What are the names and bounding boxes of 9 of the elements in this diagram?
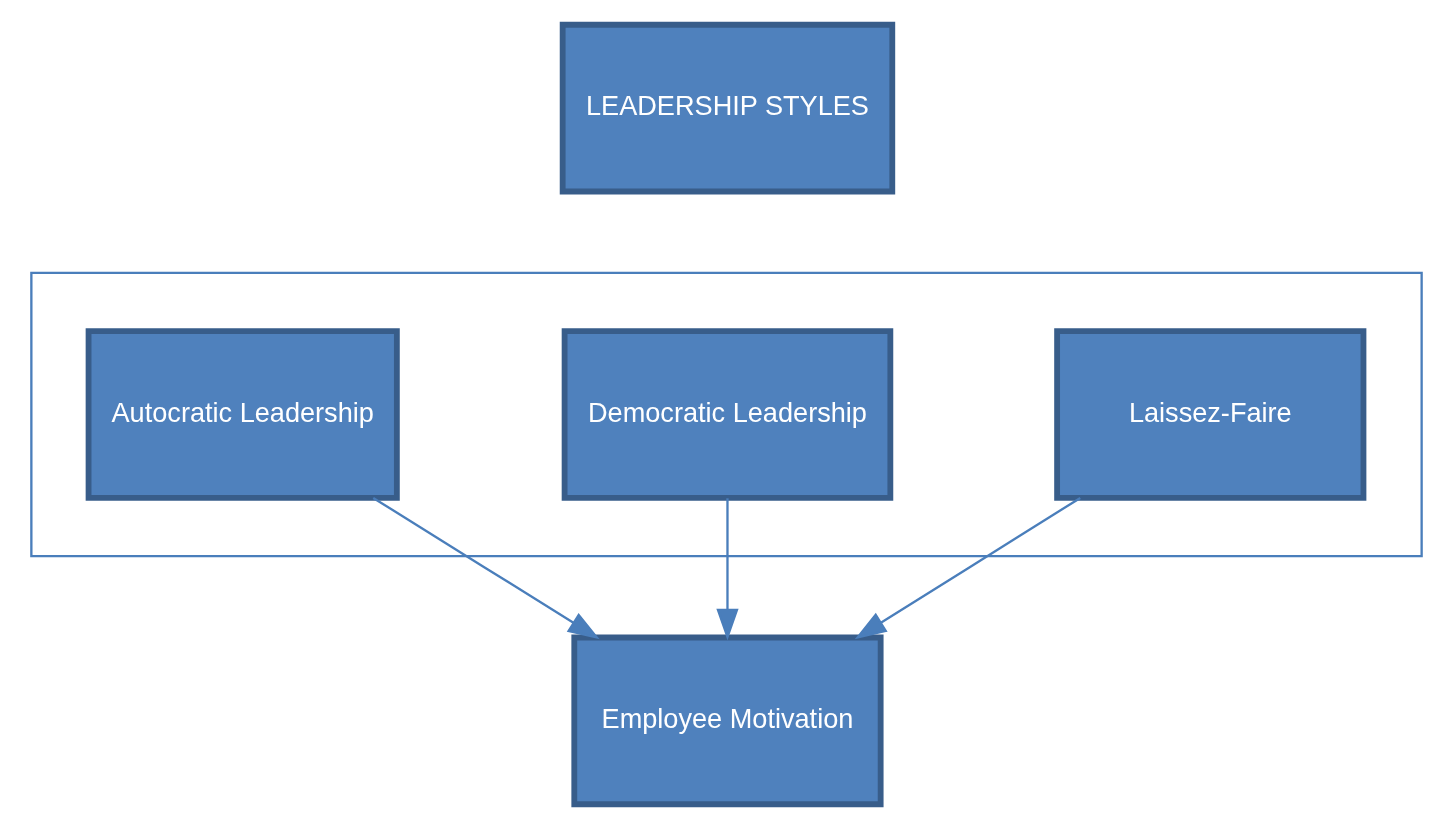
cluster: [30, 271, 1423, 558]
node-box: LEADERSHIP STYLES: [559, 21, 896, 195]
arrow: [716, 498, 739, 641]
node-box: Autocratic Leadership: [85, 328, 400, 501]
node-box: Democratic Leadership: [561, 328, 894, 501]
node-box: Laissez-Faire: [1054, 328, 1367, 501]
node-box: Employee Motivation: [571, 634, 884, 808]
arrow: [854, 496, 1081, 640]
arrow: [372, 496, 600, 640]
